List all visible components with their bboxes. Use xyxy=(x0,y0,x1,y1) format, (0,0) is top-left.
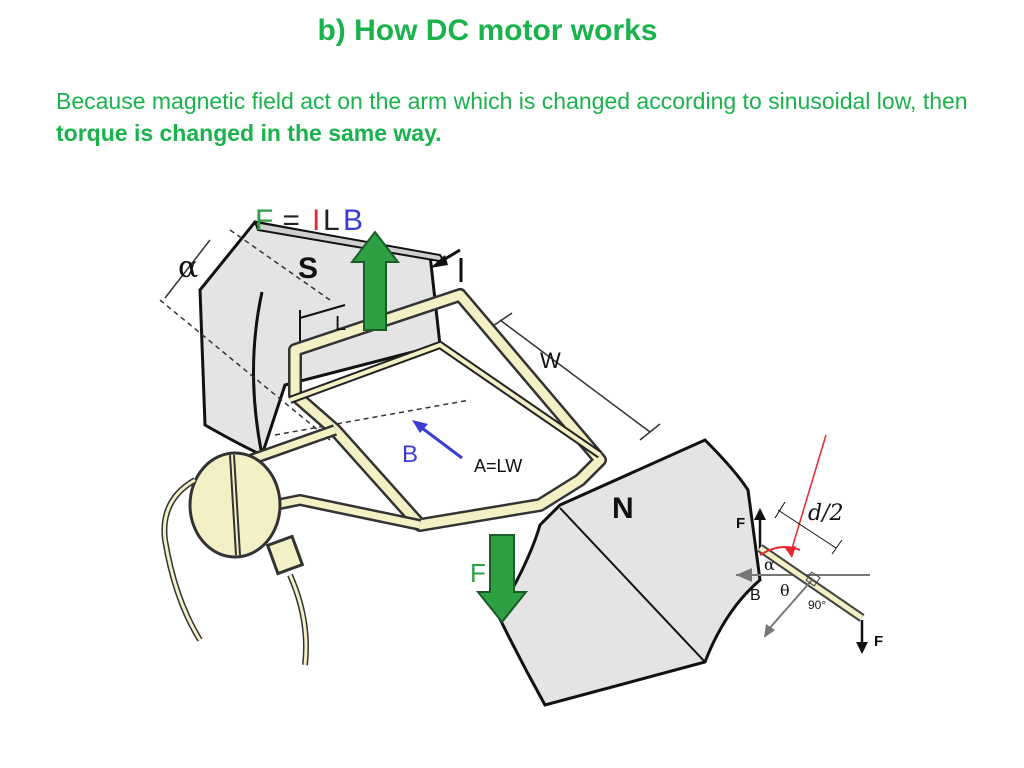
slide-body: Because magnetic field act on the arm wh… xyxy=(56,85,976,149)
inset-force-bottom-label: F xyxy=(874,633,883,650)
north-pole-label: N xyxy=(612,492,634,525)
inset-force-top-label: F xyxy=(736,515,745,532)
area-label: A=LW xyxy=(474,456,522,476)
inset-half-width-label: d/2 xyxy=(808,501,844,526)
inset-right-angle-label: 90° xyxy=(808,598,826,612)
force-bottom-label: F xyxy=(470,558,486,588)
formula-B: B xyxy=(343,204,363,237)
field-arrow xyxy=(412,420,463,460)
formula-eq: = xyxy=(274,204,308,237)
dimension-lines xyxy=(159,229,471,441)
inset-theta-label: θ xyxy=(780,581,790,600)
slide-title: b) How DC motor works xyxy=(317,14,658,47)
width-label: W xyxy=(540,348,561,373)
north-magnet xyxy=(496,438,762,707)
force-arrow-up xyxy=(349,230,401,331)
formula-F: F xyxy=(255,204,273,237)
current-arrow xyxy=(430,248,463,282)
south-pole-label: S xyxy=(298,252,318,285)
inset-alpha-label: α xyxy=(764,555,775,574)
body-bold-text: torque is changed in the same way. xyxy=(56,120,442,146)
commutator xyxy=(161,451,309,666)
formula-L: L xyxy=(323,204,340,237)
inset-field-label: B xyxy=(750,587,761,604)
field-label: B xyxy=(402,441,418,468)
body-text: Because magnetic field act on the arm wh… xyxy=(56,88,968,114)
torque-inset xyxy=(736,434,870,654)
force-arrow-down xyxy=(475,534,529,624)
l-dimension xyxy=(299,304,346,345)
alpha-label: α xyxy=(178,250,198,285)
alpha-bracket xyxy=(164,239,211,299)
formula-I: I xyxy=(312,204,320,237)
length-label: L xyxy=(335,313,346,335)
